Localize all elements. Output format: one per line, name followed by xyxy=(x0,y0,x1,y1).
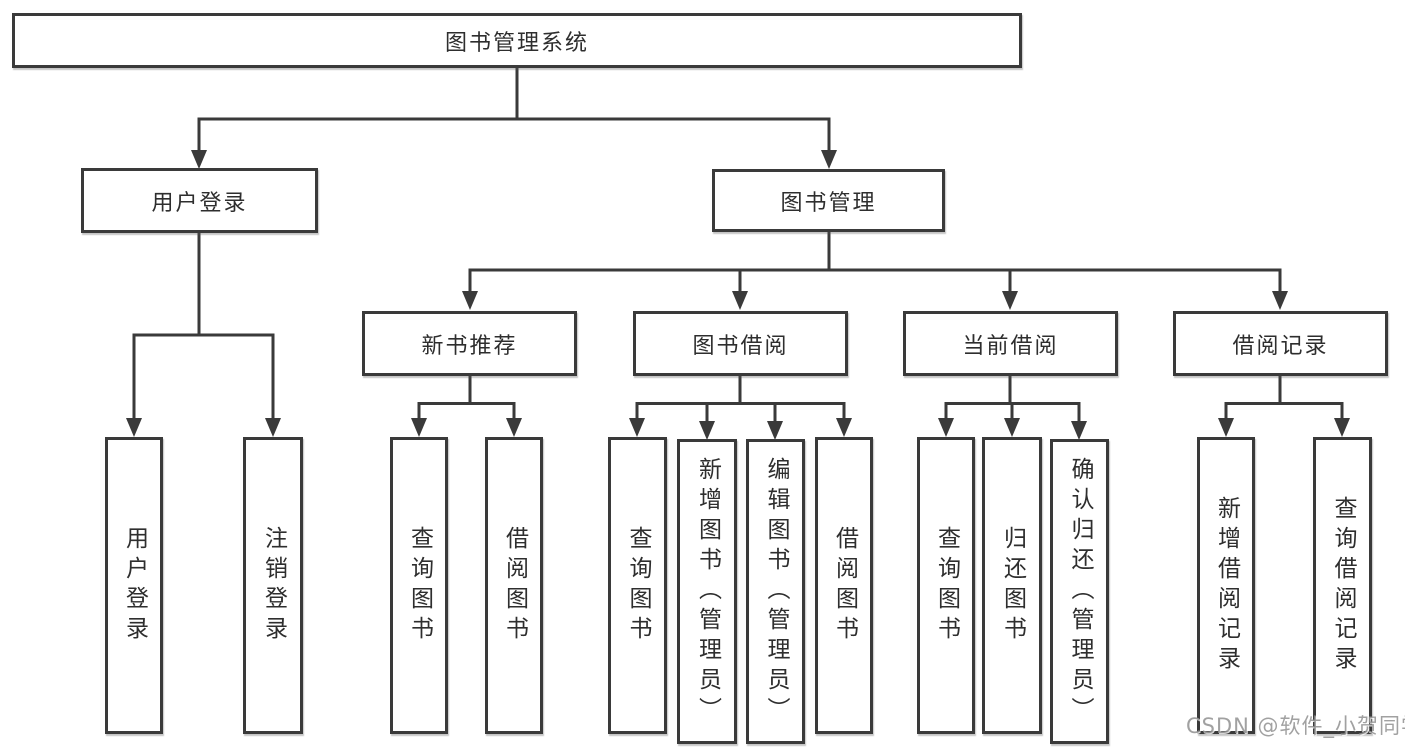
arrow-icon xyxy=(411,418,427,437)
arrow-icon xyxy=(1002,291,1018,310)
arrow-icon xyxy=(699,421,715,440)
arrow-icon xyxy=(938,418,954,437)
arrow-icon xyxy=(126,418,142,437)
node-book-management: 图书管理 xyxy=(712,169,945,232)
leaf-add-borrow-record: 新增借阅记录 xyxy=(1197,437,1255,734)
arrow-icon xyxy=(732,291,748,310)
arrow-icon xyxy=(191,150,207,169)
leaf-user-login: 用户登录 xyxy=(105,437,163,734)
node-root: 图书管理系统 xyxy=(12,13,1022,68)
arrow-icon xyxy=(506,418,522,437)
edge-user-login-bar xyxy=(132,333,275,421)
edge-level3-bar xyxy=(468,268,1282,294)
leaf-return-books: 归还图书 xyxy=(982,437,1042,734)
edge-recommend-bar xyxy=(417,402,516,422)
edge-current-bar xyxy=(944,402,1081,422)
arrow-icon xyxy=(265,418,281,437)
arrow-icon xyxy=(767,421,783,440)
leaf-query-borrow-record: 查询借阅记录 xyxy=(1313,437,1372,734)
node-user-login: 用户登录 xyxy=(81,168,318,233)
node-new-book-recommend: 新书推荐 xyxy=(362,311,577,376)
arrow-icon xyxy=(1272,291,1288,310)
arrow-icon xyxy=(462,291,478,310)
node-book-borrow: 图书借阅 xyxy=(633,311,848,376)
arrow-icon xyxy=(821,150,837,169)
csdn-watermark: CSDN @软件_小贺同学 xyxy=(1186,714,1405,738)
arrow-icon xyxy=(836,418,852,437)
leaf-borrow-books-recommend: 借阅图书 xyxy=(485,437,543,734)
leaf-query-books-borrow: 查询图书 xyxy=(608,437,667,734)
edge-borrow-bar xyxy=(635,402,846,422)
leaf-edit-book-admin: 编辑图书（管理员） xyxy=(746,439,805,744)
arrow-icon xyxy=(1218,418,1234,437)
leaf-query-books-recommend: 查询图书 xyxy=(390,437,448,734)
leaf-confirm-return-admin: 确认归还（管理员） xyxy=(1050,439,1109,744)
arrow-icon xyxy=(1004,418,1020,437)
node-borrow-records: 借阅记录 xyxy=(1173,311,1388,376)
edge-records-bar xyxy=(1224,402,1344,422)
leaf-add-book-admin: 新增图书（管理员） xyxy=(677,439,737,744)
arrow-icon xyxy=(1071,421,1087,440)
leaf-borrow-books: 借阅图书 xyxy=(815,437,873,734)
leaf-query-books-current: 查询图书 xyxy=(917,437,975,734)
node-current-borrow: 当前借阅 xyxy=(903,311,1118,376)
edge-level2-bar xyxy=(197,117,831,152)
leaf-logout: 注销登录 xyxy=(243,437,303,734)
arrow-icon xyxy=(1334,418,1350,437)
arrow-icon xyxy=(629,418,645,437)
